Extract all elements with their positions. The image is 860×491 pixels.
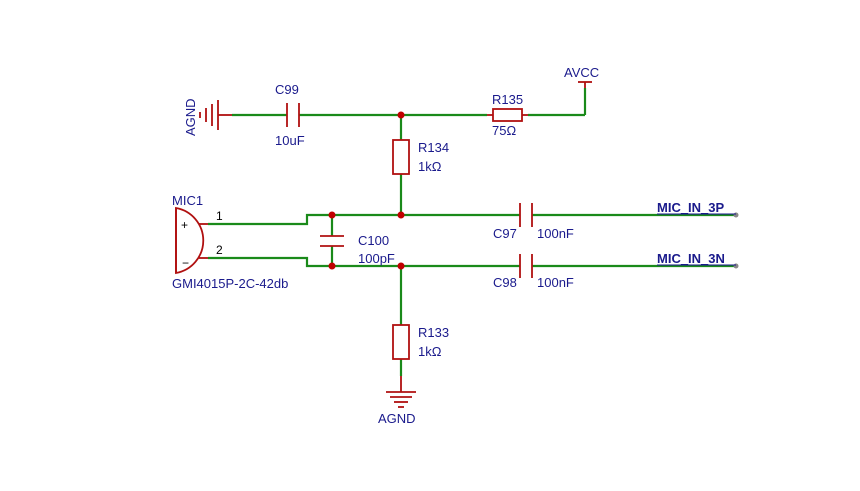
microphone-mic1 <box>175 206 208 275</box>
net-terminal-3p <box>733 212 739 218</box>
c99-ref: C99 <box>275 82 299 97</box>
mic1-minus: − <box>182 256 189 270</box>
c99-value: 10uF <box>275 133 305 148</box>
mic1-pin1-number: 1 <box>216 209 223 223</box>
net-label-avcc: AVCC <box>564 65 599 80</box>
junction-dot <box>397 262 405 270</box>
c98-ref: C98 <box>493 275 517 290</box>
ground-symbol-left <box>199 100 232 130</box>
resistor-r134 <box>392 139 410 175</box>
c100-ref: C100 <box>358 233 389 248</box>
net-label-agnd-bottom: AGND <box>378 411 416 426</box>
mic1-pin2-number: 2 <box>216 243 223 257</box>
c97-ref: C97 <box>493 226 517 241</box>
r134-value: 1kΩ <box>418 159 442 174</box>
capacitor-c99 <box>286 103 300 127</box>
ground-symbol-bottom <box>386 376 416 408</box>
power-symbol-avcc <box>578 81 592 88</box>
resistor-r133 <box>392 324 410 360</box>
wire-mic-p <box>208 213 520 226</box>
r135-value: 75Ω <box>492 123 516 138</box>
mic1-part: GMI4015P-2C-42db <box>172 276 288 291</box>
junction-dot <box>328 211 336 219</box>
wires <box>208 88 736 376</box>
capacitor-c97 <box>519 203 533 227</box>
r133-value: 1kΩ <box>418 344 442 359</box>
junction-dot <box>397 211 405 219</box>
wire-mic-n <box>208 256 520 268</box>
net-label-mic-in-3n: MIC_IN_3N <box>657 251 725 266</box>
junction-dot <box>328 262 336 270</box>
resistor-r135 <box>487 108 528 122</box>
mic1-ref: MIC1 <box>172 193 203 208</box>
capacitor-c100 <box>320 235 344 247</box>
c98-value: 100nF <box>537 275 574 290</box>
c100-value: 100pF <box>358 251 395 266</box>
c97-value: 100nF <box>537 226 574 241</box>
junction-dot <box>397 111 405 119</box>
r133-ref: R133 <box>418 325 449 340</box>
net-terminal-3n <box>733 263 739 269</box>
mic1-plus: + <box>181 218 188 232</box>
net-label-agnd-left: AGND <box>183 98 198 136</box>
r134-ref: R134 <box>418 140 449 155</box>
r135-ref: R135 <box>492 92 523 107</box>
capacitor-c98 <box>519 254 533 278</box>
junctions <box>328 111 405 270</box>
net-label-mic-in-3p: MIC_IN_3P <box>657 200 725 215</box>
